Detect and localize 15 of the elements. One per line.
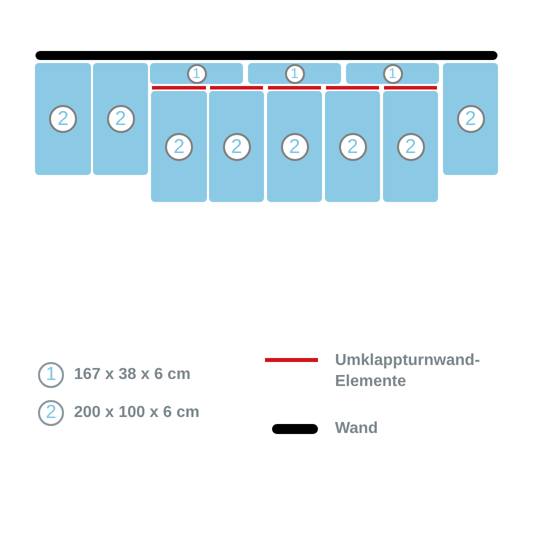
- panel-box: [151, 91, 207, 202]
- legend-text: 167 x 38 x 6 cm: [74, 365, 191, 385]
- panel-box: [35, 63, 91, 175]
- legend-text: Umklappturnwand- Elemente: [335, 351, 481, 392]
- panel-box: [267, 91, 322, 202]
- panel-box: [325, 91, 380, 202]
- panel-box: [93, 63, 148, 175]
- panel-box: [150, 63, 243, 84]
- panel-box: [443, 63, 498, 175]
- panel-box: [383, 91, 438, 202]
- panel-box: [248, 63, 341, 84]
- panel-box: [346, 63, 439, 84]
- legend-text: 200 x 100 x 6 cm: [74, 403, 200, 423]
- legend-text: Wand: [335, 419, 379, 439]
- panel-box: [209, 91, 264, 202]
